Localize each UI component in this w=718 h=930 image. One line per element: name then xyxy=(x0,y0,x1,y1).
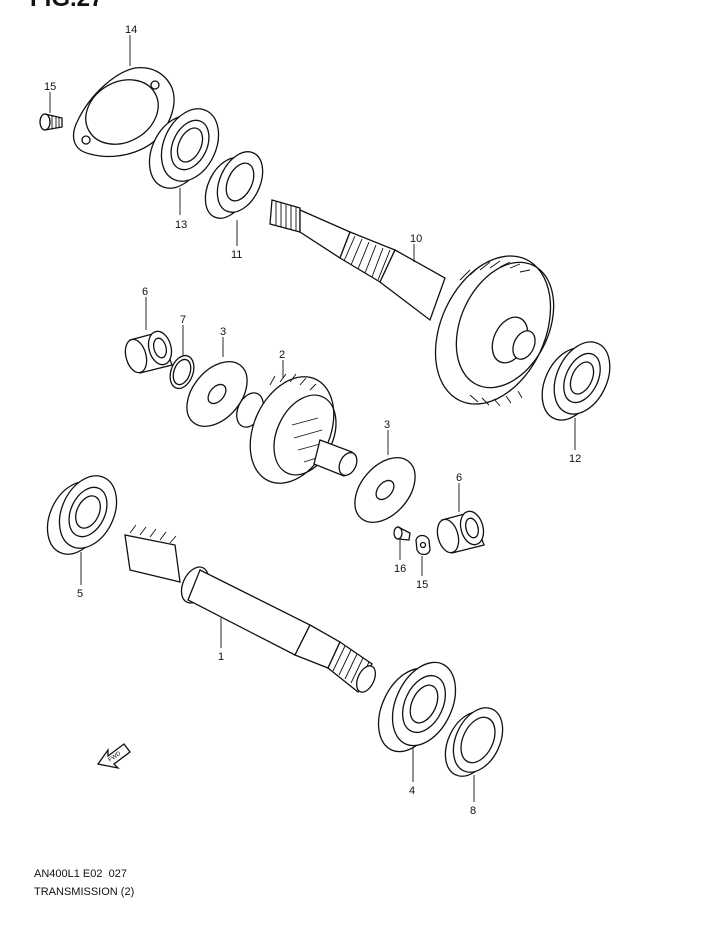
callout-11: 12 xyxy=(569,453,581,465)
part-6-needle-bearing-lower xyxy=(436,510,485,554)
part-15-lock-washer xyxy=(415,534,431,556)
callout-10: 11 xyxy=(231,249,242,261)
callout-6-upper: 6 xyxy=(142,286,148,298)
part-5-bearing xyxy=(46,475,118,555)
callout-13: 14 xyxy=(125,24,137,36)
part-13-gasket xyxy=(72,66,175,158)
callout-3-upper: 3 xyxy=(220,326,226,338)
part-1-shaft xyxy=(124,524,377,694)
callout-4: 4 xyxy=(409,785,415,797)
part-12-bearing xyxy=(148,108,220,189)
part-9-shaft xyxy=(269,199,555,407)
callout-15: 15 xyxy=(416,579,428,591)
callout-7: 7 xyxy=(180,314,186,326)
callout-numbers: 14 15 13 11 10 6 7 3 2 12 3 6 16 15 5 1 … xyxy=(44,24,581,817)
callout-6-lower: 6 xyxy=(456,472,462,484)
callout-1: 1 xyxy=(218,651,224,663)
part-3-washer-upper xyxy=(186,361,248,427)
leader-lines xyxy=(49,35,576,802)
callout-14: 15 xyxy=(44,81,56,93)
part-16-screw xyxy=(393,526,411,541)
callout-12: 13 xyxy=(175,219,187,231)
callout-8: 8 xyxy=(470,805,476,817)
callout-5: 5 xyxy=(77,588,83,600)
part-4-bearing xyxy=(377,661,457,753)
callout-2: 2 xyxy=(279,349,285,361)
figure-label: FIG.27 xyxy=(30,0,103,12)
part-10-bearing xyxy=(204,151,264,219)
part-14-screw xyxy=(39,113,63,131)
part-11-bearing xyxy=(541,341,611,421)
part-7-circlip xyxy=(169,354,195,390)
part-6-needle-bearing-upper xyxy=(124,330,173,374)
part-2-gear xyxy=(236,373,358,484)
callout-3-lower: 3 xyxy=(384,419,390,431)
fwd-arrow-icon: FWD xyxy=(96,743,131,770)
footer-code: AN400L1 E02 027 xyxy=(34,868,127,880)
footer-title: TRANSMISSION (2) xyxy=(34,886,135,898)
part-8-oil-seal xyxy=(444,707,504,777)
callout-16: 16 xyxy=(394,563,406,575)
callout-9: 10 xyxy=(410,233,422,245)
part-3-washer-lower xyxy=(354,457,416,523)
